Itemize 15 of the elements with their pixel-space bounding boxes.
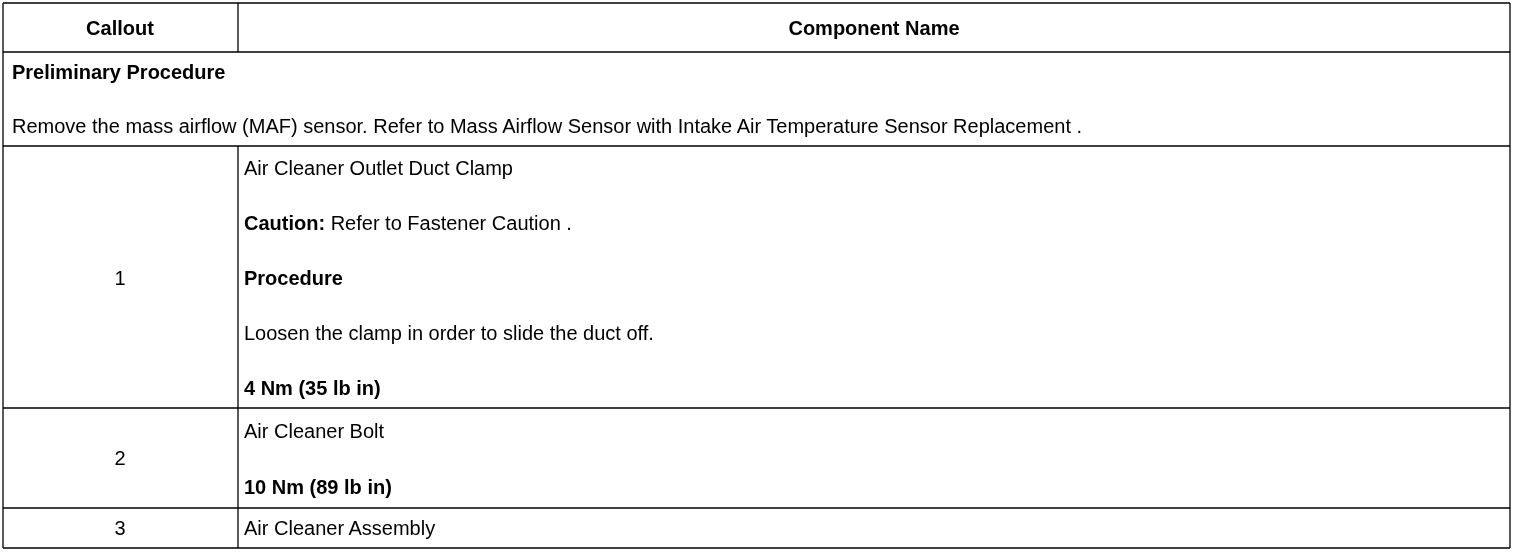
- torque-spec: 10 Nm (89 lb in): [244, 475, 392, 499]
- instruction-text: Loosen the clamp in order to slide the duct off.: [244, 321, 654, 345]
- section-heading: Procedure: [244, 266, 343, 290]
- torque-spec: 4 Nm (35 lb in): [244, 376, 381, 400]
- callout-number: 2: [114, 446, 126, 470]
- component-name: Air Cleaner Bolt: [244, 419, 385, 443]
- column-header: Callout: [86, 16, 154, 40]
- component-name: Air Cleaner Assembly: [244, 516, 436, 540]
- column-header: Component Name: [788, 16, 960, 40]
- caution-note: Caution: Refer to Fastener Caution .: [244, 211, 572, 235]
- component-name: Air Cleaner Outlet Duct Clamp: [244, 156, 513, 180]
- instruction-text: Remove the mass airflow (MAF) sensor. Refer to Mass Airflow Sensor with Intake Air Temperature Sensor Replacement .: [12, 114, 1083, 138]
- section-heading: Preliminary Procedure: [12, 60, 226, 84]
- callout-number: 1: [114, 266, 126, 290]
- callout-number: 3: [114, 516, 126, 540]
